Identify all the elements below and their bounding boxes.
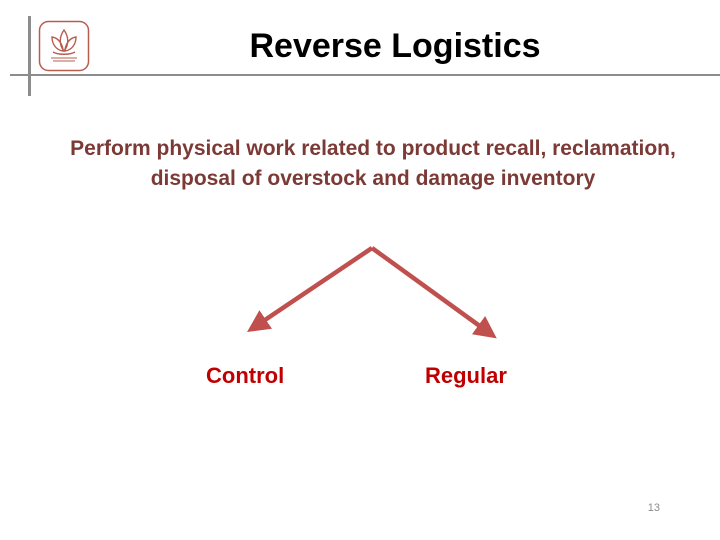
frame-vertical-line — [28, 16, 31, 96]
arrow-to-control — [247, 246, 374, 333]
arrow-to-regular — [370, 246, 497, 339]
branch-label-control: Control — [206, 363, 285, 388]
frame-horizontal-line — [10, 74, 720, 76]
page-number: 13 — [647, 502, 660, 514]
lotus-logo-icon — [38, 20, 90, 72]
branch-label-regular: Regular — [425, 363, 507, 388]
body-text: Perform physical work related to product… — [70, 137, 676, 190]
slide-title: Reverse Logistics — [249, 27, 541, 65]
